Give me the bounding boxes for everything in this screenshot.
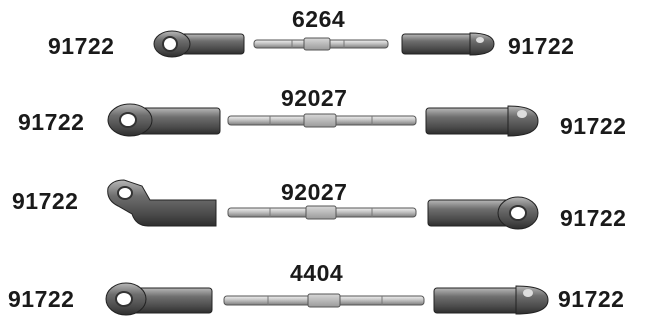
row3-right-rod-end <box>427 196 539 230</box>
row3-center-label: 92027 <box>281 179 348 205</box>
row2-turnbuckle <box>227 113 417 128</box>
row2-left-rod-end <box>107 103 221 137</box>
row4-right-rod-end <box>433 285 549 315</box>
row1-turnbuckle <box>253 37 389 51</box>
row2-right-rod-end <box>425 105 539 137</box>
row2-left-label: 91722 <box>18 109 85 135</box>
row1-right-label: 91722 <box>508 33 575 59</box>
row3-right-label: 91722 <box>560 205 627 231</box>
row4-left-label: 91722 <box>8 286 75 312</box>
row4-left-rod-end <box>105 282 213 316</box>
row2-center-label: 92027 <box>281 85 348 111</box>
row3-left-label: 91722 <box>12 188 79 214</box>
row1-left-rod-end <box>153 30 245 58</box>
row3-left-rod-end <box>107 179 217 227</box>
row4-center-label: 4404 <box>290 260 344 286</box>
row1-center-label: 6264 <box>292 6 346 32</box>
row3-turnbuckle <box>227 205 417 220</box>
row2-right-label: 91722 <box>560 113 627 139</box>
row4-right-label: 91722 <box>558 286 625 312</box>
row1-right-rod-end <box>401 32 495 56</box>
row1-left-label: 91722 <box>48 33 115 59</box>
row4-turnbuckle <box>223 293 425 308</box>
